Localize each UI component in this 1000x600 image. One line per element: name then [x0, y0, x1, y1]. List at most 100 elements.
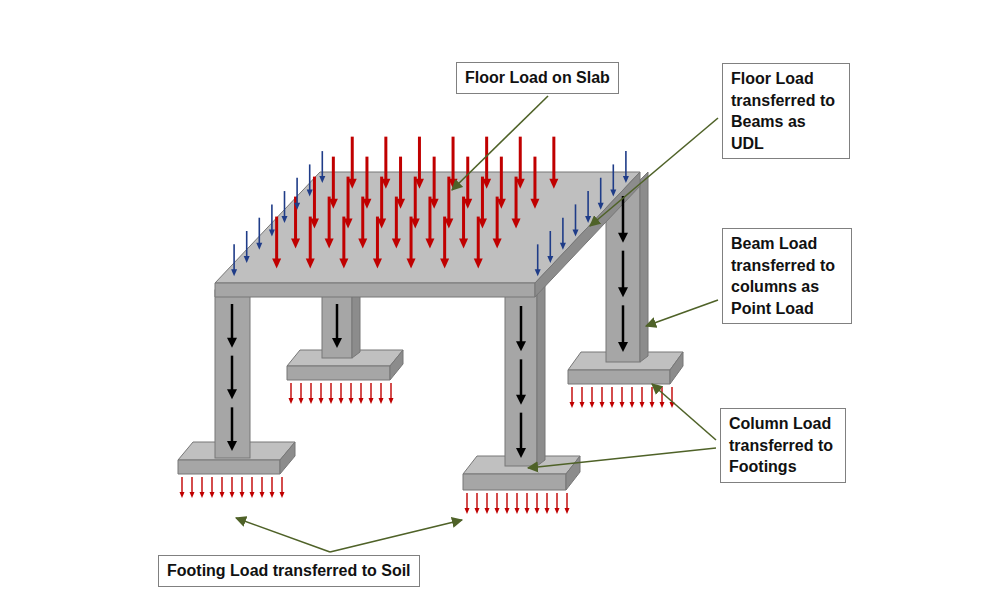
beam-load-arrow [258, 218, 260, 244]
soil-reaction-arrow-head [200, 492, 205, 498]
floor-load-arrow-head [306, 259, 315, 269]
column-load-arrow [336, 304, 339, 339]
floor-load-arrow [410, 217, 413, 260]
soil-reaction-arrow-head [299, 398, 304, 404]
soil-reaction-arrow [241, 477, 242, 493]
beam-load-arrow-head [610, 189, 616, 196]
beam-load-arrow [537, 244, 539, 270]
soil-reaction-arrow-head [369, 398, 374, 404]
column-load-arrow-head [227, 441, 237, 451]
beam-load-arrow [549, 231, 551, 257]
beam-load-arrow-head [294, 203, 300, 210]
soil-reaction-arrow [591, 387, 592, 403]
soil-reaction-arrow-head [650, 402, 655, 408]
soil-reaction-arrow-head [535, 508, 540, 514]
beam-load-arrow [587, 191, 589, 217]
soil-reaction-arrow-head [580, 402, 585, 408]
callout-box: Floor Load on Slab [456, 62, 619, 94]
floor-load-arrow [414, 177, 417, 220]
column-load-arrow-head [516, 341, 526, 351]
soil-reaction-arrow-head [485, 508, 490, 514]
columns [215, 172, 648, 466]
floor-load-arrow-head [549, 179, 558, 189]
soil-reaction-arrow [661, 387, 662, 403]
column-load-arrow [520, 413, 523, 449]
column-load-arrow [622, 196, 625, 234]
callout-box: Beam Load transferred to columns as Poin… [722, 228, 852, 324]
soil-reaction-arrow-head [630, 402, 635, 408]
soil-reaction-arrow [536, 493, 537, 509]
soil-reaction-arrow-head [270, 492, 275, 498]
floor-load-arrow-head [493, 239, 502, 249]
callout-box: Floor Load transferred to Beams as UDL [722, 63, 850, 159]
floor-load-arrow [552, 137, 555, 180]
floor-load-arrow [433, 157, 436, 200]
beam-load-arrow [233, 244, 235, 270]
floor-load-arrow [342, 217, 345, 260]
floor-load-arrow [447, 177, 450, 220]
column-load-arrow [622, 305, 625, 343]
column-load-arrow-head [516, 448, 526, 458]
soil-reaction-arrow [221, 477, 222, 493]
soil-reaction-arrow-head [495, 508, 500, 514]
floor-load-arrow-head [392, 239, 401, 249]
soil-reaction-arrow [231, 477, 232, 493]
floor-load-arrow [500, 157, 503, 200]
soil-reaction-arrow-head [465, 508, 470, 514]
beam-load-arrow [575, 204, 577, 230]
callout-text: Floor Load transferred to Beams as UDL [731, 68, 841, 154]
column-load-arrow [231, 407, 234, 442]
floor-load-arrow [347, 177, 350, 220]
soil-reaction-arrow-head [319, 398, 324, 404]
soil-reaction-arrow [350, 383, 351, 399]
soil-reaction-arrow-head [339, 398, 344, 404]
column-load-arrow-head [618, 233, 628, 243]
soil-reaction-arrow [546, 493, 547, 509]
soil-reaction-arrow [390, 383, 391, 399]
beam-load-arrow-head [244, 256, 250, 263]
beam-load-arrow [625, 151, 627, 177]
soil-reaction-arrow-head [210, 492, 215, 498]
soil-reaction-arrow-head [515, 508, 520, 514]
floor-load-arrow [275, 217, 278, 260]
soil-reaction-arrow [641, 387, 642, 403]
floor-load-arrow-head [272, 259, 281, 269]
floor-load-arrow-head [474, 259, 483, 269]
soil-reaction-arrow-head [309, 398, 314, 404]
column-load-arrow-head [332, 338, 342, 348]
soil-reaction-arrow [211, 477, 212, 493]
column-load-arrow-head [618, 342, 628, 352]
floor-load-arrow-head [291, 239, 300, 249]
soil-reaction-arrow-head [389, 398, 394, 404]
soil-reaction-arrow-head [359, 398, 364, 404]
soil-reaction-arrow [601, 387, 602, 403]
soil-reaction-arrow-head [555, 508, 560, 514]
floor-load-arrow [395, 197, 398, 240]
soil-reaction-arrow-head [570, 402, 575, 408]
soil-reaction-arrow [651, 387, 652, 403]
soil-reaction-arrow-head [610, 402, 615, 408]
column-load-arrow [231, 304, 234, 339]
soil-reaction-arrow [360, 383, 361, 399]
soil-reaction-arrow-head [565, 508, 570, 514]
soil-reaction-arrow [486, 493, 487, 509]
floor-load-arrow [313, 177, 316, 220]
soil-reaction-arrow-head [600, 402, 605, 408]
callout-text: Footing Load transferred to Soil [167, 560, 411, 582]
soil-reaction-arrow-head [349, 398, 354, 404]
column-load-arrow [231, 356, 234, 391]
soil-reaction-arrow [181, 477, 182, 493]
floor-load-arrow [351, 137, 354, 180]
beam-load-arrow-head [256, 243, 262, 250]
load-arrows [227, 137, 629, 458]
soil-reaction-arrow [191, 477, 192, 493]
soil-reaction-arrow [466, 493, 467, 509]
soil-reaction-arrow [526, 493, 527, 509]
floor-load-arrow [332, 157, 335, 200]
floor-load-arrow-head [373, 259, 382, 269]
floor-load-arrow [462, 197, 465, 240]
soil-reaction-arrow-head [250, 492, 255, 498]
column-load-arrow-head [227, 338, 237, 348]
floor-load-arrow-head [407, 259, 416, 269]
